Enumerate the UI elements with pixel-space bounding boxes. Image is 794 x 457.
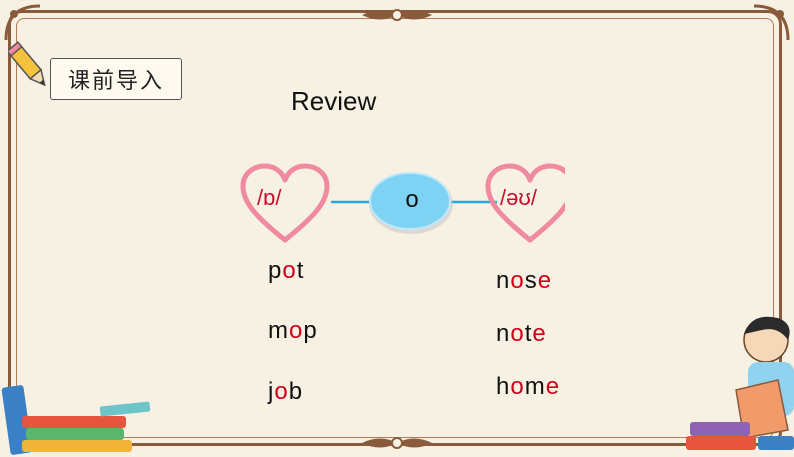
- bottom-ornament: [362, 437, 432, 449]
- word-left-3: job: [268, 378, 304, 405]
- phoneme-right: /əʊ/: [500, 185, 537, 210]
- word-right-1: nose: [496, 267, 553, 294]
- word-right-2: note: [496, 320, 547, 347]
- lesson-label: 课前导入: [50, 58, 182, 100]
- top-ornament: [362, 9, 432, 21]
- center-letter: o: [405, 186, 419, 213]
- phoneme-diagram: [240, 163, 565, 243]
- child-reading-illustration: [686, 316, 794, 450]
- corner-ornament-top-right: [753, 4, 790, 41]
- word-right-3: home: [496, 373, 561, 400]
- pencil-icon: [8, 41, 46, 87]
- corner-ornament-top-left: [4, 4, 41, 41]
- phoneme-left: /ɒ/: [257, 185, 282, 210]
- word-left-2: mop: [268, 317, 318, 344]
- word-left-1: pot: [268, 257, 305, 284]
- heart-left: [240, 163, 330, 243]
- book-stack-illustration: [1, 385, 151, 455]
- center-bubble: [369, 172, 451, 230]
- heart-right: [485, 163, 565, 243]
- page-title: Review: [291, 86, 377, 116]
